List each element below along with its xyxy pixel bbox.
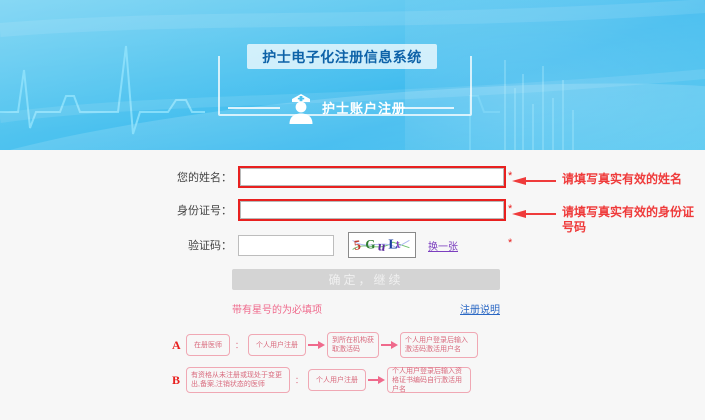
form-row-idcard: 身份证号： *: [170, 199, 513, 221]
flow-b-step-2: 个人用户登录后输入资格证书编码自行激活用户名: [387, 367, 471, 393]
annotation-name: 请填写真实有效的姓名: [512, 172, 702, 188]
nurse-icon: [286, 90, 316, 124]
arrow-left-icon: [512, 207, 556, 221]
arrow-right-icon: [381, 341, 398, 349]
svg-text:G: G: [365, 238, 375, 252]
system-title-badge: 护士电子化注册信息系统: [247, 44, 437, 69]
idcard-required-mark: *: [508, 203, 513, 215]
flow-row-a: A 在册医师 ： 个人用户注册 到所在机构获取激活码 个人用户登录后输入激活码激…: [172, 332, 522, 358]
captcha-input[interactable]: [239, 235, 341, 255]
flow-row-b: B 有资格从未注册或现处于变更出,备案,注销状态的医师 ： 个人用户注册 个人用…: [172, 367, 522, 393]
idcard-field-wrapper: [238, 199, 506, 221]
registration-flow-diagram: A 在册医师 ： 个人用户注册 到所在机构获取激活码 个人用户登录后输入激活码激…: [172, 332, 522, 402]
arrow-right-icon: [308, 341, 325, 349]
flow-b-step-1: 个人用户注册: [308, 369, 366, 391]
arrow-right-icon: [368, 376, 385, 384]
form-note-row: 带有星号的为必填项 注册说明: [232, 301, 500, 316]
captcha-label: 验证码：: [188, 240, 232, 252]
svg-text:u: u: [377, 238, 387, 254]
flow-a-step-2: 到所在机构获取激活码: [327, 332, 379, 358]
banner-subtitle-row: 护士账户注册: [286, 90, 406, 124]
flow-a-step-3: 个人用户登录后输入激活码激活用户名: [400, 332, 478, 358]
name-label: 您的姓名：: [177, 172, 232, 184]
form-row-captcha: 验证码： 5 G u L t: [170, 232, 513, 258]
svg-text:5: 5: [353, 237, 362, 253]
flow-b-separator: ：: [295, 375, 303, 385]
idcard-input[interactable]: [240, 201, 504, 219]
idcard-label: 身份证号：: [177, 205, 232, 217]
banner-glow-right: [405, 0, 705, 150]
flow-a-separator: ：: [235, 340, 243, 350]
flow-b-condition: 有资格从未注册或现处于变更出,备案,注销状态的医师: [186, 367, 290, 393]
captcha-required-mark: *: [508, 237, 513, 249]
banner-line-left: [228, 107, 280, 109]
page-banner: 护士电子化注册信息系统 护士账户注册: [0, 0, 705, 150]
banner-subtitle: 护士账户注册: [322, 100, 407, 116]
svg-text:t: t: [395, 237, 401, 251]
form-panel: 您的姓名： * 身份证号： * 验证码：: [0, 150, 705, 420]
form-row-submit: 确定，继续: [232, 269, 510, 290]
registration-form: 您的姓名： * 身份证号： * 验证码：: [170, 166, 513, 316]
registration-help-link[interactable]: 注册说明: [460, 305, 500, 316]
heartbeat-line-icon: [0, 0, 705, 150]
svg-text:L: L: [388, 237, 397, 252]
flow-a-condition: 在册医师: [186, 334, 230, 356]
system-title: 护士电子化注册信息系统: [262, 48, 422, 65]
name-required-mark: *: [508, 170, 513, 182]
flow-mark-b: B: [172, 372, 181, 387]
form-row-name: 您的姓名： *: [170, 166, 513, 188]
captcha-field-wrapper: [238, 234, 341, 256]
annotation-idcard: 请填写真实有效的身份证号码: [512, 205, 702, 235]
banner-bracket-decoration: [218, 56, 472, 116]
arrow-left-icon: [512, 174, 556, 188]
submit-button[interactable]: 确定，继续: [232, 269, 500, 290]
flow-a-step-1: 个人用户注册: [248, 334, 306, 356]
name-field-wrapper: [238, 166, 506, 188]
annotation-idcard-text: 请填写真实有效的身份证号码: [562, 205, 695, 234]
banner-line-right: [392, 107, 454, 109]
annotation-name-text: 请填写真实有效的姓名: [562, 172, 683, 186]
flow-mark-a: A: [172, 337, 181, 352]
name-input[interactable]: [240, 168, 504, 186]
captcha-refresh-link[interactable]: 换一张: [428, 241, 458, 253]
captcha-image[interactable]: 5 G u L t: [348, 232, 416, 258]
required-fields-note: 带有星号的为必填项: [232, 305, 322, 316]
